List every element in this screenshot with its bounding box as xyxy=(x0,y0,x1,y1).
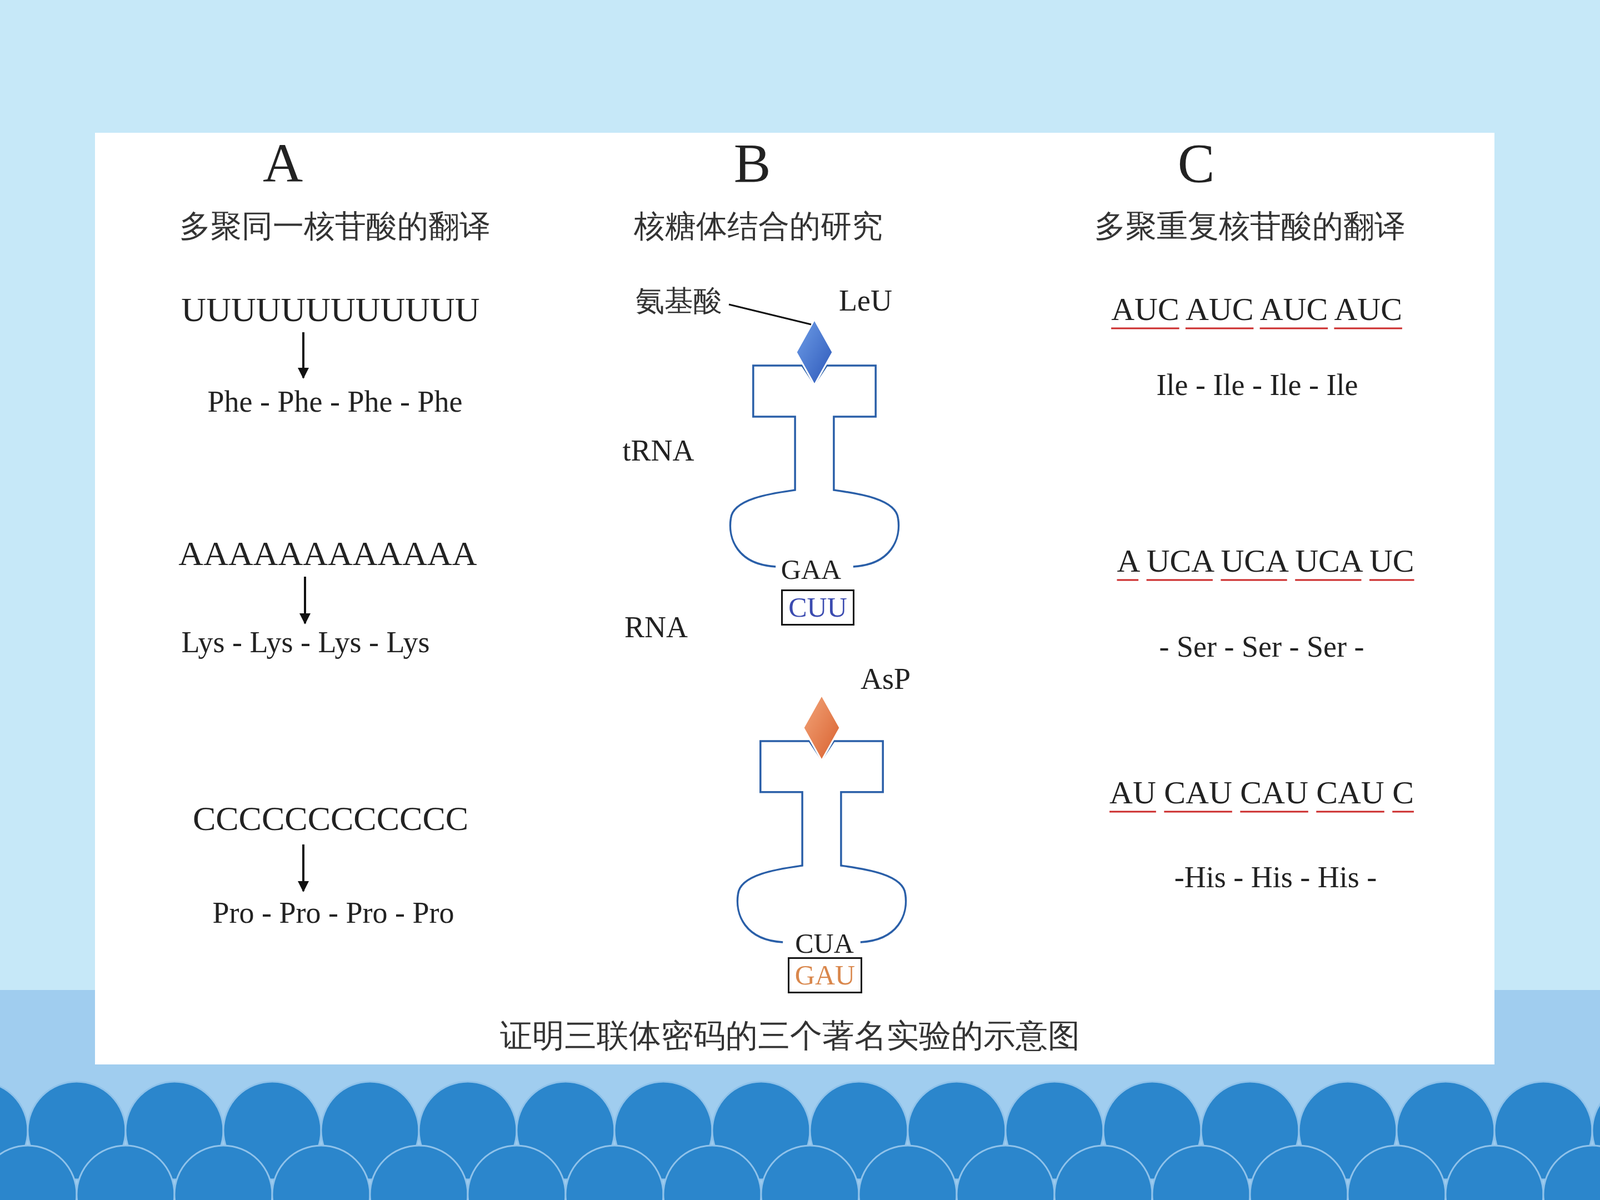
codon: GAU xyxy=(795,960,855,991)
codon-underline xyxy=(1111,327,1179,330)
codon-underline xyxy=(1316,811,1384,813)
scallop xyxy=(565,1145,664,1200)
amino-acid-diamond xyxy=(796,319,833,385)
amino-acid-diamond xyxy=(803,695,840,761)
codon-sequence: AUC AUC AUC AUC xyxy=(1111,291,1403,328)
label: 多聚重复核苷酸的翻译 xyxy=(1094,209,1406,244)
scallop xyxy=(956,1145,1055,1200)
scallop-pattern xyxy=(0,1081,1600,1200)
white-panel xyxy=(95,132,1495,1065)
arrow xyxy=(303,576,307,624)
scallop xyxy=(1054,1145,1153,1200)
scallop xyxy=(761,1145,859,1200)
scallop xyxy=(1250,1145,1348,1200)
leader-line xyxy=(728,304,812,325)
scallop xyxy=(76,1145,175,1200)
label: tRNA xyxy=(622,434,694,468)
panel-letter: C xyxy=(1177,132,1215,194)
codon-underline xyxy=(1220,579,1287,582)
codon-underline xyxy=(1240,811,1308,813)
codon-box: CUU xyxy=(781,589,855,626)
label: GAA xyxy=(778,554,844,585)
codon-sequence: AU CAU CAU CAU C xyxy=(1109,775,1414,811)
scallop xyxy=(1347,1145,1446,1200)
label: 多聚同一核苷酸的翻译 xyxy=(179,209,491,244)
codon-underline xyxy=(1333,327,1402,330)
scallop xyxy=(272,1145,370,1200)
trna-outline xyxy=(737,741,906,943)
label: -His - His - His - xyxy=(1174,861,1377,894)
codon: CUU xyxy=(788,592,848,623)
codon-underline xyxy=(1185,327,1254,330)
codon-underline xyxy=(1392,811,1414,813)
codon-sequence: A UCA UCA UCA UC xyxy=(1116,543,1414,579)
label: UUUUUUUUUUUU xyxy=(181,290,480,329)
scallop xyxy=(174,1145,273,1200)
scallop xyxy=(1445,1145,1544,1200)
label: 核糖体结合的研究 xyxy=(633,209,883,244)
panel-letter: A xyxy=(262,132,303,194)
panel-letter: B xyxy=(733,132,772,194)
label: Phe - Phe - Phe - Phe xyxy=(207,385,463,419)
scallop xyxy=(858,1145,957,1200)
codon-underline xyxy=(1116,579,1139,582)
scallop xyxy=(370,1145,468,1200)
codon-underline xyxy=(1295,579,1362,582)
codon-underlines xyxy=(1109,328,1414,812)
label: Ile - Ile - Ile - Ile xyxy=(1156,368,1359,402)
label: RNA xyxy=(624,611,688,644)
arrow xyxy=(302,332,305,378)
label: Pro - Pro - Pro - Pro xyxy=(212,896,454,930)
scallop xyxy=(0,1145,77,1200)
label: 氨基酸 xyxy=(635,285,723,317)
label: - Ser - Ser - Ser - xyxy=(1159,630,1365,664)
label: AsP xyxy=(860,662,911,696)
label: Lys - Lys - Lys - Lys xyxy=(181,626,430,659)
trna-outline xyxy=(730,365,899,567)
arrow xyxy=(302,844,305,892)
scallop xyxy=(1543,1145,1600,1200)
scallop xyxy=(467,1145,566,1200)
caption: 证明三联体密码的三个著名实验的示意图 xyxy=(500,1018,1080,1054)
scallop xyxy=(1152,1145,1250,1200)
codon-underline xyxy=(1369,579,1415,582)
codon-underline xyxy=(1260,327,1328,330)
label: LeU xyxy=(838,284,893,318)
label: CCCCCCCCCCCC xyxy=(192,799,469,838)
codon-underline xyxy=(1146,579,1213,582)
trna-figures xyxy=(730,319,906,943)
label: CUA xyxy=(792,928,857,959)
codon-underline xyxy=(1109,811,1157,813)
label: AAAAAAAAAAAA xyxy=(178,534,477,573)
codon-underline xyxy=(1163,811,1232,813)
codon-box: GAU xyxy=(787,957,863,994)
scallop xyxy=(663,1145,762,1200)
